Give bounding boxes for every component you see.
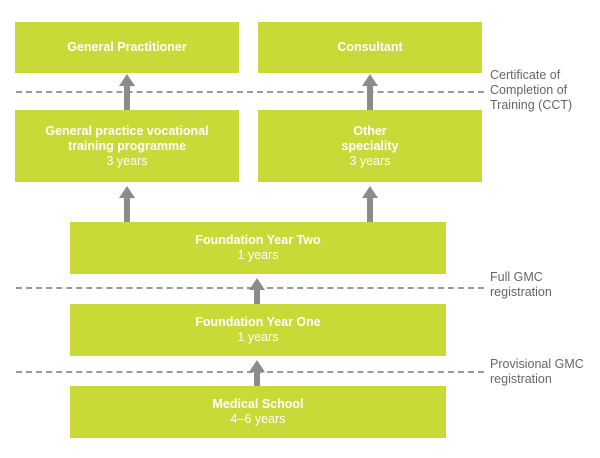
arrow-fy2-to-other <box>362 186 378 222</box>
box-duration: 3 years <box>349 153 391 168</box>
box-title: General Practitioner <box>67 40 187 54</box>
box-title: General practice vocational training pro… <box>45 123 209 153</box>
label-full-gmc-registration: Full GMC registration <box>490 270 552 299</box>
box-consultant: Consultant <box>258 22 482 73</box>
box-duration: 3 years <box>106 153 148 168</box>
box-general-practitioner: General Practitioner <box>15 22 239 73</box>
box-title: Foundation Year One <box>195 315 321 329</box>
arrow-med-to-fy1 <box>249 360 265 386</box>
arrow-gp-training-to-gp <box>119 74 135 110</box>
box-other-speciality: Other speciality 3 years <box>258 110 482 182</box>
box-title: Foundation Year Two <box>195 233 321 247</box>
arrow-other-to-consultant <box>362 74 378 110</box>
cct-divider <box>16 91 484 93</box>
box-foundation-year-one: Foundation Year One 1 years <box>70 304 446 356</box>
box-title: Medical School <box>212 397 304 411</box>
label-cct: Certificate of Completion of Training (C… <box>490 68 573 112</box>
box-gp-vocational-training: General practice vocational training pro… <box>15 110 239 182</box>
box-title: Other speciality <box>341 123 399 153</box>
box-foundation-year-two: Foundation Year Two 1 years <box>70 222 446 274</box>
box-medical-school: Medical School 4–6 years <box>70 386 446 438</box>
full-gmc-divider <box>16 287 484 289</box>
arrow-fy2-to-gp-training <box>119 186 135 222</box>
box-duration: 1 years <box>237 248 279 262</box>
arrow-fy1-to-fy2 <box>249 278 265 304</box>
label-provisional-gmc-registration: Provisional GMC registration <box>490 357 584 386</box>
box-duration: 4–6 years <box>230 412 286 426</box>
box-title: Consultant <box>337 40 403 54</box>
box-duration: 1 years <box>237 330 279 344</box>
